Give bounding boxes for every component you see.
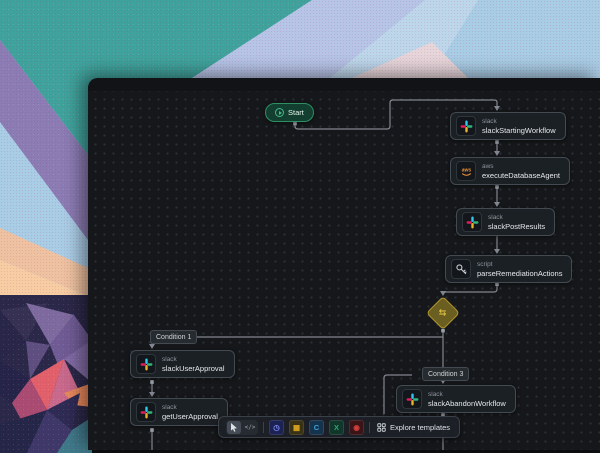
switch-icon: ⇆ — [439, 307, 447, 318]
node-plugin-label: script — [477, 260, 493, 268]
grid-icon — [377, 422, 386, 432]
condition-1-badge: Condition 1 — [150, 330, 198, 344]
node-plugin-label: slack — [428, 390, 443, 398]
svg-text:aws: aws — [461, 167, 471, 173]
slack-icon — [136, 402, 156, 422]
start-label: Start — [288, 108, 304, 117]
aws-icon: aws — [456, 161, 476, 181]
record-plugin-icon[interactable]: ◉ — [349, 419, 364, 435]
toolbar-divider — [263, 421, 264, 433]
node-plugin-label: slack — [162, 355, 177, 363]
node-title: slackUserApproval — [162, 363, 225, 373]
node-title: slackStartingWorkflow — [482, 125, 556, 135]
node-plugin-label: slack — [488, 213, 503, 221]
play-icon — [275, 108, 284, 117]
slack-icon — [402, 389, 422, 409]
start-node[interactable]: Start — [265, 103, 314, 122]
code-view-button[interactable]: </> — [243, 421, 257, 434]
mode-toggle-group: </> — [226, 419, 258, 435]
select-cursor-button[interactable] — [227, 420, 241, 434]
node-title: executeDatabaseAgent — [482, 170, 560, 180]
schedule-plugin-icon[interactable]: ◷ — [269, 419, 284, 435]
explore-templates-label: Explore templates — [390, 422, 451, 432]
slack-icon — [136, 354, 156, 374]
node-plugin-label: slack — [482, 117, 497, 125]
key-icon — [451, 259, 471, 279]
condition-3-badge: Condition 3 — [422, 367, 470, 381]
c-plugin-icon[interactable]: C — [309, 419, 324, 435]
canvas-top-strip — [88, 78, 600, 91]
toolbar-divider — [369, 421, 370, 433]
explore-templates-button[interactable]: Explore templates — [375, 423, 452, 432]
cursor-icon — [231, 422, 237, 432]
slack-icon — [462, 212, 482, 232]
node-plugin-label: slack — [162, 403, 177, 411]
node-title: slackAbandonWorkflow — [428, 398, 506, 408]
node-title: getUserApproval — [162, 411, 218, 421]
flow-plugin-icon[interactable]: ▦ — [289, 419, 304, 435]
x-plugin-icon[interactable]: X — [329, 419, 344, 435]
slack-icon — [456, 116, 476, 136]
canvas-toolbar: </> ◷ ▦ C X ◉ Explore templates — [218, 416, 461, 438]
code-icon: </> — [244, 423, 256, 431]
node-title: parseRemediationActions — [477, 268, 563, 278]
node-title: slackPostResults — [488, 221, 546, 231]
node-plugin-label: aws — [482, 162, 494, 170]
wallpaper-lowpoly-mountains — [0, 295, 92, 453]
